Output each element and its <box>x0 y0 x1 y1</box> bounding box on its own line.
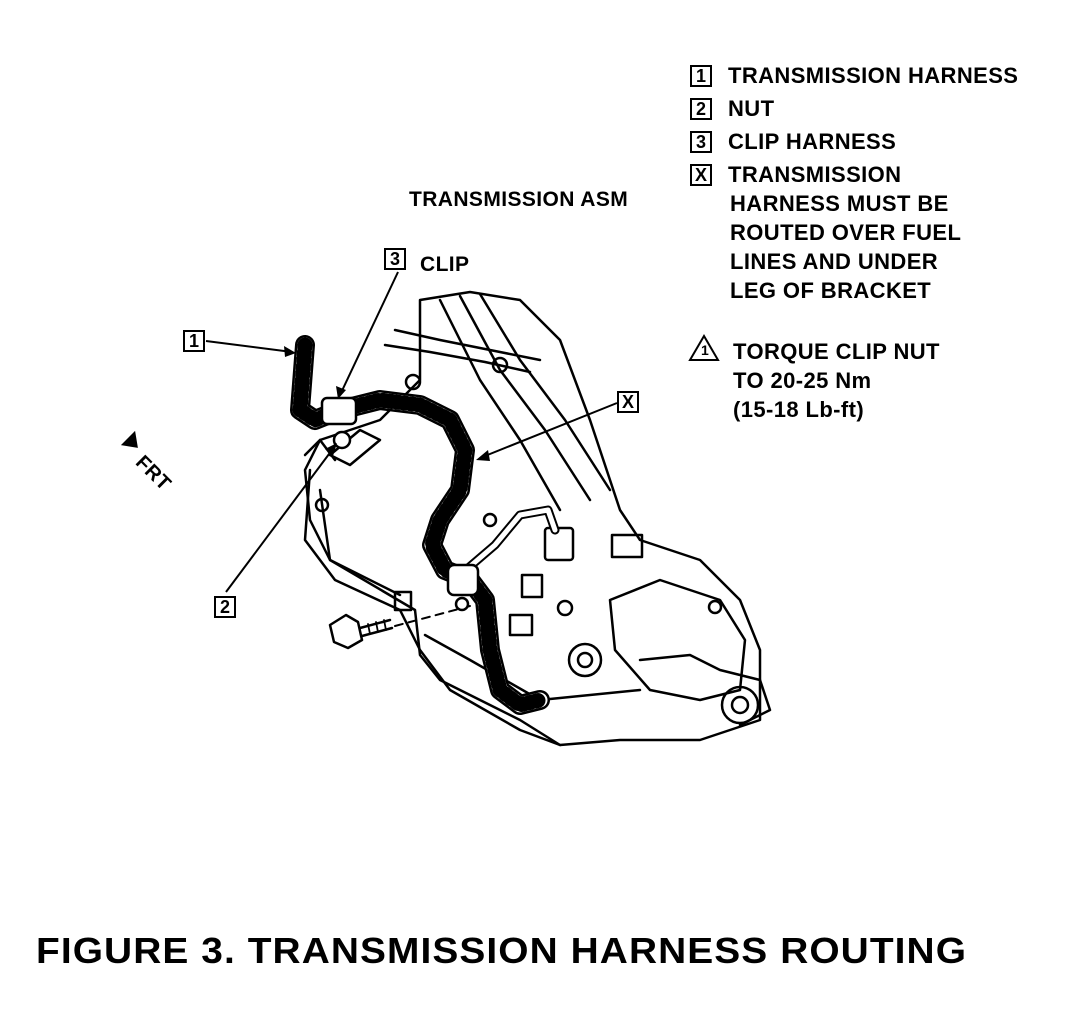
bolt <box>328 613 364 650</box>
note-line: LINES AND UNDER <box>730 249 939 274</box>
legend-item-1: 1 TRANSMISSION HARNESS <box>690 63 1018 89</box>
oil-pan <box>303 468 562 747</box>
leader-1 <box>205 340 293 353</box>
leader-x <box>479 402 618 459</box>
legend-text-x: TRANSMISSION <box>728 162 902 187</box>
tail-housing <box>608 578 747 702</box>
clip-label: CLIP <box>420 253 470 276</box>
torque-line: TORQUE CLIP NUT <box>733 339 940 364</box>
legend-key-3: 3 <box>690 131 712 153</box>
assembly-label: TRANSMISSION ASM <box>409 188 629 211</box>
callout-1: 1 <box>183 330 205 352</box>
clip-key-box: 3 <box>384 248 406 270</box>
note-line: LEG OF BRACKET <box>730 278 932 303</box>
legend-key-2: 2 <box>690 98 712 120</box>
figure-caption: FIGURE 3. TRANSMISSION HARNESS ROUTING <box>36 930 968 971</box>
legend-text-2: NUT <box>728 96 775 121</box>
leader-2 <box>225 445 336 593</box>
legend-x-note: HARNESS MUST BE ROUTED OVER FUEL LINES A… <box>730 189 961 305</box>
note-line: ROUTED OVER FUEL <box>730 220 962 245</box>
lower-clip <box>446 563 480 597</box>
callout-x: X <box>617 391 639 413</box>
torque-key: 1 <box>701 342 710 358</box>
legend-text-3: CLIP HARNESS <box>728 129 897 154</box>
transmission-case <box>303 290 762 747</box>
output-shaft <box>720 685 760 725</box>
leader-3 <box>339 271 399 396</box>
front-arrow <box>120 430 138 448</box>
legend-key-x: X <box>690 164 712 186</box>
legend-item-x: X TRANSMISSION <box>690 162 901 188</box>
legend-item-2: 2 NUT <box>690 96 774 122</box>
torque-warning-icon <box>688 334 720 361</box>
torque-note: TORQUE CLIP NUT TO 20-25 Nm (15-18 Lb-ft… <box>733 337 940 424</box>
legend-text-1: TRANSMISSION HARNESS <box>728 63 1019 88</box>
callout-2: 2 <box>214 596 236 618</box>
torque-line: TO 20-25 Nm <box>733 368 872 393</box>
note-line: HARNESS MUST BE <box>730 191 949 216</box>
legend-key-1: 1 <box>690 65 712 87</box>
torque-line: (15-18 Lb-ft) <box>733 397 865 422</box>
legend-item-3: 3 CLIP HARNESS <box>690 129 896 155</box>
harness-clip <box>320 396 358 426</box>
